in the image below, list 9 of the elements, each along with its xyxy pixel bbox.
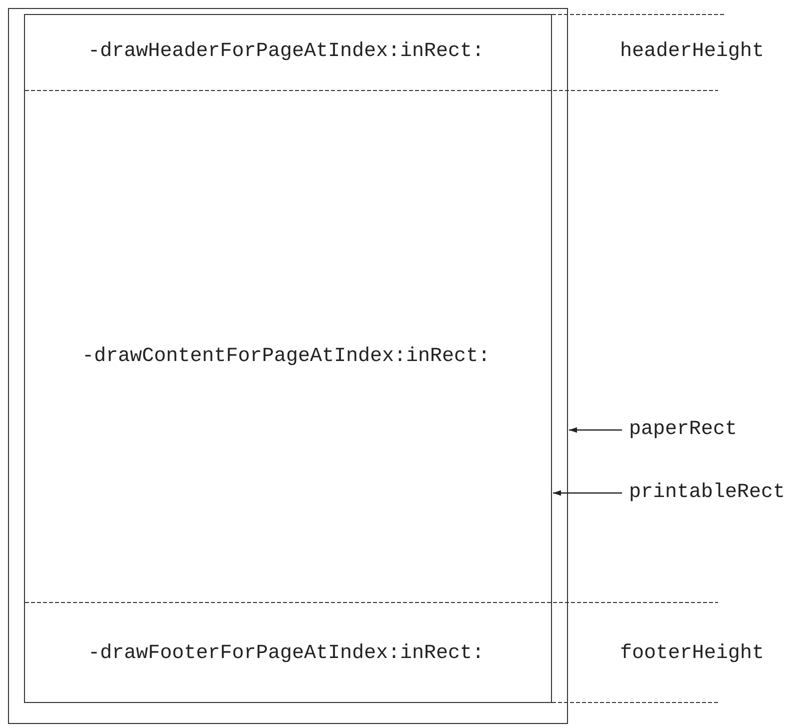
- method-name: -drawFooterForPageAtIndex:inRect:: [88, 642, 484, 666]
- leader-arrow: [553, 490, 622, 496]
- method-name: -drawHeaderForPageAtIndex:inRect:: [88, 40, 484, 64]
- rect-label: paperRect: [629, 418, 738, 442]
- dimension-label: headerHeight: [620, 40, 764, 64]
- leader-arrow: [569, 427, 622, 433]
- dimension-label: footerHeight: [620, 642, 764, 666]
- rect-label: printableRect: [629, 481, 786, 505]
- method-name: -drawContentForPageAtIndex:inRect:: [82, 345, 490, 369]
